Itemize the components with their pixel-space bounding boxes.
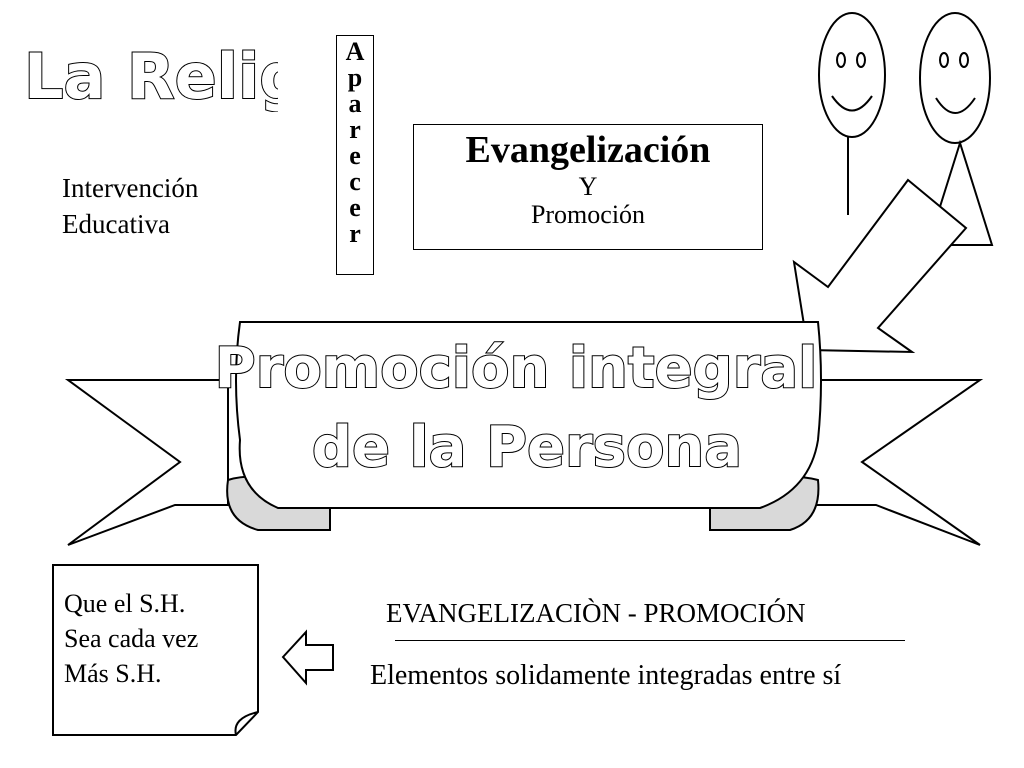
title-la-religion: La Religión [23, 39, 278, 112]
aparecer-letter: p [347, 63, 363, 92]
intervention-line-2: Educativa [62, 209, 170, 239]
title-text: La Religión [24, 40, 278, 112]
note-line-1: Que el S.H. [64, 589, 186, 618]
aparecer-letters: A p a r e c e r [337, 36, 373, 247]
intervention-line-1: Intervención [62, 173, 199, 203]
note-line-3: Más S.H. [64, 659, 162, 688]
aparecer-letter: e [349, 141, 361, 170]
smiley-face-icon [818, 12, 886, 215]
aparecer-letter: A [345, 37, 365, 66]
smiley-face-icon [919, 12, 994, 246]
integration-caption: Elementos solidamente integradas entre s… [370, 660, 842, 691]
aparecer-letter: c [349, 167, 361, 196]
banner-line-2: de la Persona [312, 415, 742, 480]
evangelization-box: Evangelización Y Promoción [413, 124, 763, 250]
evangelization-subtitle: Promoción [530, 200, 646, 229]
evangelization-title: Evangelización [465, 129, 711, 171]
intervention-label: Intervención Educativa [62, 170, 198, 242]
banner-line-1: Promoción integral [215, 336, 818, 401]
note-text: Que el S.H. Sea cada vez Más S.H. [64, 586, 198, 691]
heading-underline [395, 640, 905, 641]
banner-ribbon [64, 321, 984, 546]
diagonal-arrow-icon [792, 178, 968, 354]
left-arrow-icon [281, 629, 334, 686]
note-line-2: Sea cada vez [64, 624, 199, 653]
evangelization-and: Y [578, 172, 598, 201]
evangelization-promotion-heading: EVANGELIZACIÒN - PROMOCIÓN [386, 598, 806, 628]
aparecer-vertical-box: A p a r e c e r [336, 35, 374, 275]
aparecer-letter: r [349, 115, 361, 144]
note-box [52, 564, 259, 736]
aparecer-letter: r [349, 219, 361, 248]
aparecer-letter: a [348, 89, 362, 118]
aparecer-letter: e [349, 193, 361, 222]
